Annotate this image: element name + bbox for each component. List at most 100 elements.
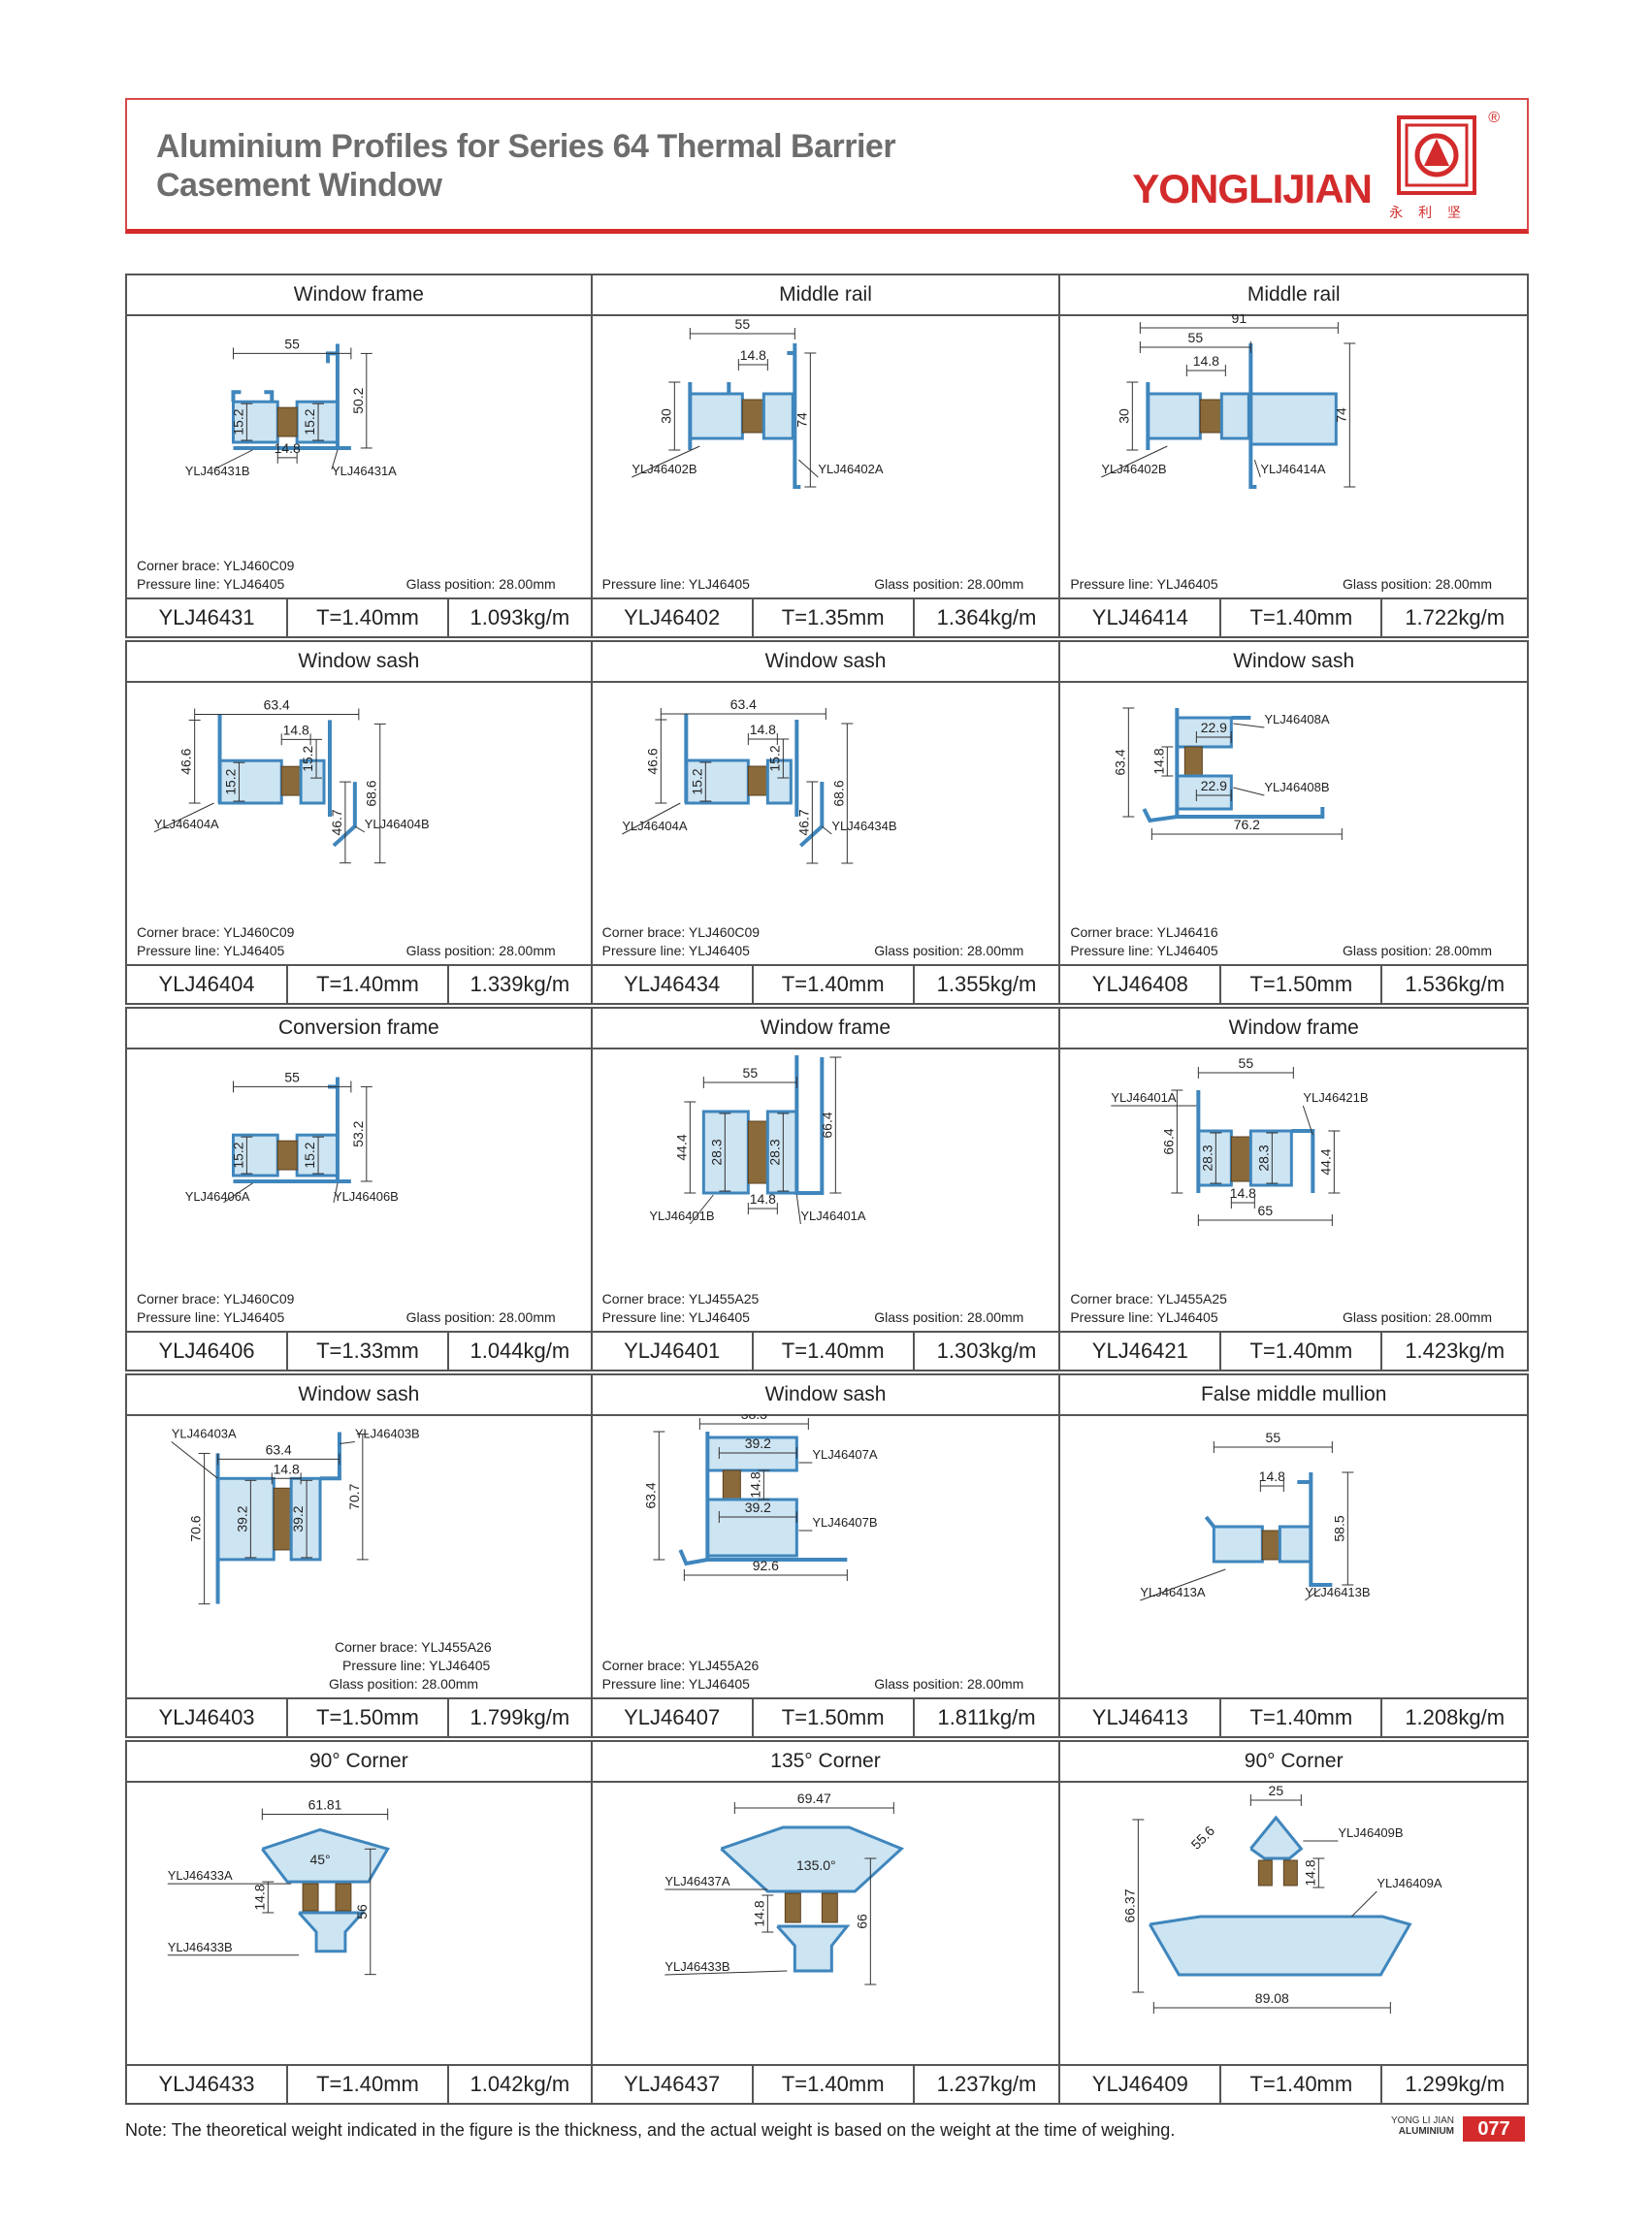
part-label: YLJ46414A	[1261, 462, 1327, 476]
dimension-label: 92.6	[752, 1558, 778, 1573]
profile-thickness: T=1.40mm	[288, 2066, 449, 2103]
profile-note: Corner brace: YLJ455A25	[1070, 1291, 1227, 1307]
profile-code: YLJ46433	[127, 2066, 288, 2103]
dimension-label: 28.3	[708, 1139, 724, 1165]
part-label: YLJ46401A	[800, 1209, 866, 1223]
profile-chamber	[701, 1110, 750, 1195]
page-label-line1: YONG LI JIAN	[1391, 2115, 1455, 2126]
dimension-label: 28.3	[1256, 1145, 1272, 1171]
profile-note: Pressure line: YLJ46405	[601, 1676, 750, 1692]
dimension-label: 30	[658, 408, 673, 424]
profile-weight: 1.208kg/m	[1405, 1705, 1506, 1729]
part-label: YLJ46403A	[172, 1427, 237, 1441]
profile-chamber	[295, 1133, 340, 1178]
profile-weight: 1.237kg/m	[936, 2072, 1037, 2096]
dimension-label: 55	[1266, 1430, 1281, 1445]
profile-thickness: T=1.50mm	[1221, 966, 1383, 1003]
dimension-label: 55	[734, 316, 750, 332]
thermal-strip	[747, 765, 768, 796]
leader-line	[354, 825, 366, 833]
thermal-strip	[302, 1883, 319, 1912]
profile-code: YLJ46409	[1060, 2066, 1222, 2103]
profile-title: 90° Corner	[1060, 1742, 1528, 1783]
profile-code: YLJ46431	[127, 599, 288, 636]
leader-line	[213, 449, 253, 470]
thermal-strip	[280, 765, 302, 796]
dimension-label: 14.8	[283, 722, 309, 737]
profile-wall	[231, 390, 242, 403]
part-label: YLJ46403B	[355, 1427, 420, 1441]
profile-title: False middle mullion	[1060, 1375, 1528, 1416]
profile-chamber	[1249, 1129, 1294, 1187]
dimension-label: 15.2	[302, 1142, 317, 1168]
dimension-label: 46.7	[795, 809, 811, 835]
profile-chamber	[231, 400, 279, 444]
dimension-label: 15.2	[222, 768, 238, 794]
profile-title: Window sash	[1060, 642, 1528, 683]
dimension-label: 28.3	[766, 1139, 782, 1165]
thermal-strip	[722, 1469, 741, 1500]
part-label: YLJ46431B	[185, 464, 250, 478]
dimension-label: 66.4	[1161, 1128, 1177, 1154]
profile-code: YLJ46404	[127, 966, 288, 1003]
profile-chamber	[299, 758, 326, 805]
title-line-2: Casement Window	[156, 167, 442, 204]
part-label: YLJ46404A	[622, 819, 688, 833]
profile-wall	[261, 1827, 390, 1884]
profile-chamber	[761, 392, 794, 440]
profile-note: Pressure line: YLJ46405	[137, 943, 285, 958]
profile-code: YLJ46403	[127, 1699, 288, 1736]
profile-wall	[320, 1432, 341, 1481]
thermal-strip	[1283, 1859, 1299, 1887]
profile-wall	[1175, 708, 1325, 819]
dimension-label: 69.47	[796, 1790, 830, 1806]
profile-chamber	[231, 1133, 279, 1178]
profile-chamber	[765, 1110, 798, 1195]
leader-line	[1140, 1568, 1226, 1601]
dimension-label: 44.4	[673, 1134, 689, 1160]
profile-weight: 1.423kg/m	[1405, 1339, 1506, 1363]
profile-note: Corner brace: YLJ46416	[1070, 924, 1218, 940]
dimension-label: 55	[742, 1065, 758, 1081]
dimension-label: 14.8	[1303, 1859, 1318, 1886]
profile-wall	[1249, 1815, 1304, 1860]
dimension-label: 74	[794, 412, 809, 428]
profile-thickness: T=1.50mm	[288, 1699, 449, 1736]
dimension-label: 63.4	[264, 696, 290, 712]
dimension-label: 14.8	[747, 1471, 762, 1498]
leader-line	[333, 1182, 339, 1203]
dimension-label: 15.2	[766, 745, 782, 771]
dimension-label: 70.6	[188, 1515, 204, 1541]
leader-line	[795, 1194, 801, 1225]
dimension-label: 56	[354, 1904, 370, 1920]
dimension-label: 38.3	[740, 1414, 766, 1422]
profile-note: Corner brace: YLJ460C09	[601, 924, 761, 940]
profile-code: YLJ46413	[1060, 1699, 1222, 1736]
leader-line	[1233, 787, 1265, 796]
dimension-label: 55	[284, 1069, 300, 1084]
page-title: Aluminium Profiles for Series 64 Thermal…	[156, 127, 896, 205]
thermal-strip	[747, 1120, 768, 1184]
glass-position-note: Glass position: 28.00mm	[1342, 943, 1493, 958]
glass-position-note: Glass position: 28.00mm	[405, 576, 556, 592]
glass-position-note: Glass position: 28.00mm	[405, 943, 556, 958]
